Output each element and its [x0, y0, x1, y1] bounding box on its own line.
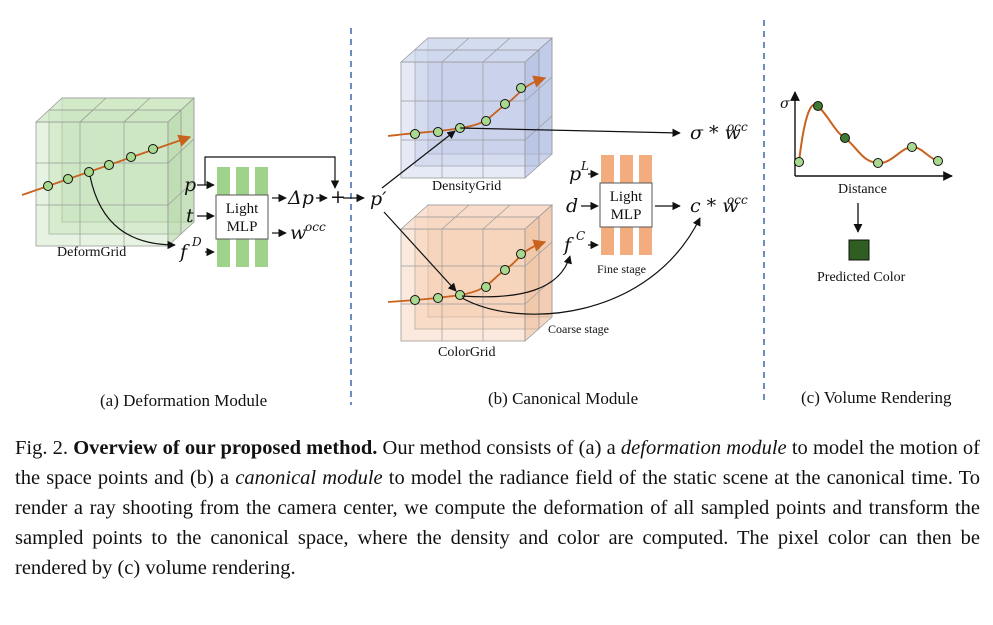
output-delta-p: Δp: [287, 187, 314, 209]
caption-text-1: Our method consists of (a) a: [377, 437, 621, 459]
method-overview-figure: DeformGrid p t f D Light MLP Δp w occ + …: [21, 20, 953, 410]
caption-italic-canonical: canonical module: [235, 467, 383, 489]
deform-sample-arrow: [89, 175, 176, 250]
fine-stage-label: Fine stage: [597, 262, 646, 276]
sigma-output-sup: occ: [727, 120, 748, 134]
mlp-input-d: d: [566, 195, 578, 217]
color-output-sup: occ: [727, 193, 748, 207]
caption-fig-label: Fig. 2.: [15, 437, 69, 459]
density-grid: [399, 37, 554, 179]
deform-grid-label: DeformGrid: [57, 245, 126, 260]
caption-text-2: to model the motion of the space points …: [15, 437, 980, 489]
canonical-mlp: Light MLP: [599, 155, 653, 255]
color-grid-label: ColorGrid: [438, 345, 496, 360]
density-plot: [790, 91, 953, 181]
distance-axis-label: Distance: [838, 182, 887, 197]
predicted-color-label: Predicted Color: [817, 270, 906, 285]
coarse-stage-label: Coarse stage: [548, 322, 609, 336]
mlp-input-p: p: [569, 163, 581, 185]
panel-b-title: (b) Canonical Module: [488, 389, 638, 408]
input-f-sup: D: [191, 235, 202, 249]
color-grid: [399, 204, 554, 342]
output-w-sup: occ: [305, 220, 326, 234]
mlp-input-p-sup: L: [580, 159, 589, 173]
input-p: p: [184, 174, 196, 196]
fine-stage-arrow: [461, 255, 572, 298]
sigma-axis-label: σ: [780, 96, 790, 112]
deform-mlp: Light MLP: [215, 167, 269, 267]
panel-a-title: (a) Deformation Module: [100, 391, 267, 410]
svg-text:Light: Light: [226, 201, 259, 217]
svg-text:MLP: MLP: [227, 219, 258, 235]
deform-grid: [34, 97, 196, 247]
deform-ray-points: [43, 144, 158, 191]
svg-text:Light: Light: [610, 189, 643, 205]
sigma-output: σ * w: [690, 122, 741, 144]
caption-text-3: to model the radiance field of the stati…: [15, 467, 980, 579]
coarse-stage-arrow: [461, 217, 701, 315]
output-w: w: [290, 222, 306, 244]
color-ray-points: [410, 249, 526, 305]
density-grid-label: DensityGrid: [432, 179, 501, 194]
mlp-input-f-sup: C: [576, 229, 585, 243]
predicted-color-swatch: [848, 239, 870, 261]
color-output: c * w: [690, 195, 738, 217]
input-t: t: [186, 205, 194, 227]
plus-sign: +: [330, 186, 346, 208]
panel-c-title: (c) Volume Rendering: [801, 388, 952, 407]
figure-caption: Fig. 2. Overview of our proposed method.…: [15, 433, 980, 583]
p-prime: p′: [370, 188, 387, 210]
caption-italic-deformation: deformation module: [620, 437, 787, 459]
svg-text:MLP: MLP: [611, 207, 642, 223]
input-f: f: [178, 241, 190, 263]
mlp-input-f: f: [562, 234, 574, 256]
caption-bold-title: Overview of our proposed method.: [73, 437, 378, 459]
